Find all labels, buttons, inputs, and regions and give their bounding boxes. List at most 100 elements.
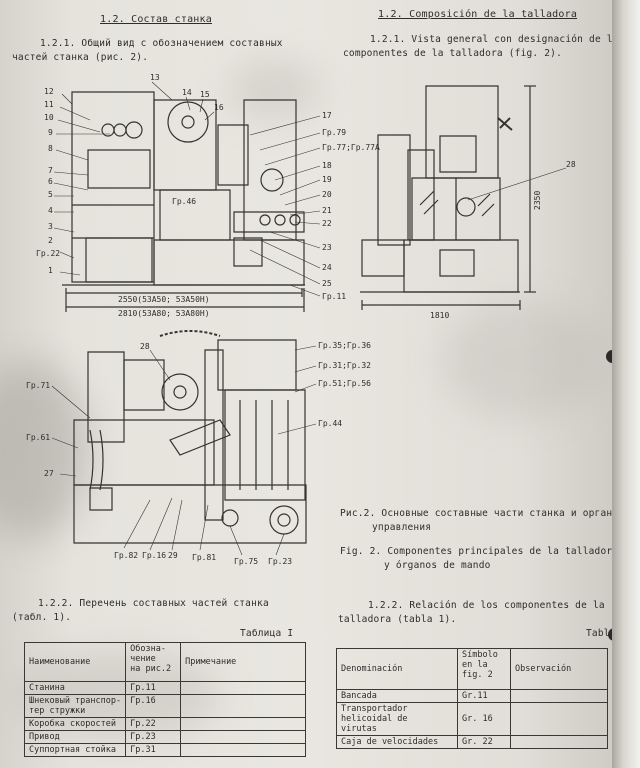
- header-text: Наименование: [29, 657, 91, 667]
- label-gr77: Гр.77;Гр.77А: [322, 143, 380, 152]
- label-5: 5: [48, 190, 53, 199]
- caption-ru-line2: управления: [372, 522, 432, 533]
- label-24: 24: [322, 263, 332, 272]
- table-header-row: Наименование Обозна- чение на рис.2 Прим…: [23, 642, 306, 682]
- cell-name: Шнековый транспор- тер стружки: [23, 694, 127, 718]
- bottom-label-29: 29: [168, 551, 178, 560]
- section-title-ru: 1.2. Состав станка: [100, 14, 212, 25]
- side-view-drawing: [360, 86, 566, 310]
- label-1: 1: [48, 266, 53, 275]
- cell-note: [180, 730, 306, 744]
- header-text: Примечание: [185, 657, 237, 667]
- side-label-28: 28: [566, 160, 576, 169]
- bottom-label-gr23: Гр.23: [268, 557, 292, 566]
- caption-es-line1: Fig. 2. Componentes principales de la ta…: [340, 546, 612, 557]
- cell-symbol: Gr. 22: [457, 735, 511, 749]
- cell-symbol: Гр.23: [125, 730, 182, 744]
- page-edge: [612, 0, 640, 768]
- cell-name: Суппортная стойка: [23, 743, 127, 757]
- label-18: 18: [322, 161, 332, 170]
- label-14: 14: [182, 88, 192, 97]
- label-8: 8: [48, 144, 53, 153]
- dimension-width-2: 2810(53А80; 53А80Н): [118, 309, 210, 318]
- cell-symbol: Гр.31: [125, 743, 182, 757]
- label-15: 15: [200, 90, 210, 99]
- label-16: 16: [214, 103, 224, 112]
- table-header-name: Наименование: [23, 642, 127, 682]
- label-12: 12: [44, 87, 54, 96]
- table-header-row: Denominación Símbolo en la fig. 2 Observ…: [336, 648, 608, 690]
- label-20: 20: [322, 190, 332, 199]
- front-view-drawing: [54, 82, 320, 312]
- label-9: 9: [48, 128, 53, 137]
- label-2: 2: [48, 236, 53, 245]
- subtitle-es-line1: 1.2.1. Vista general con designación de …: [370, 34, 612, 45]
- list-heading-ru-line1: 1.2.2. Перечень составных частей станка: [38, 598, 269, 609]
- components-table-es: Denominación Símbolo en la fig. 2 Observ…: [336, 648, 608, 749]
- label-23: 23: [322, 243, 332, 252]
- cell-name: Transportador helicoidal de virutas: [336, 702, 458, 736]
- label-13: 13: [150, 73, 160, 82]
- lower-label-gr35: Гр.35;Гр.36: [318, 341, 371, 350]
- subtitle-es-line2: componentes de la talladora (fig. 2).: [343, 48, 563, 59]
- label-11: 11: [44, 100, 54, 109]
- label-6: 6: [48, 177, 53, 186]
- cell-note: [180, 681, 306, 695]
- lower-label-gr31: Гр.31;Гр.32: [318, 361, 371, 370]
- cell-symbol: Gr. 16: [457, 702, 511, 736]
- cell-name: Коробка скоростей: [23, 717, 127, 731]
- cell-symbol: Гр.16: [125, 694, 182, 718]
- cell-symbol: Gr.11: [457, 689, 511, 703]
- lower-label-gr61: Гр.61: [26, 433, 50, 442]
- lower-view-drawing: [52, 331, 316, 555]
- table-title-ru: Таблица I: [240, 628, 294, 639]
- label-21: 21: [322, 206, 332, 215]
- label-gr79: Гр.79: [322, 128, 346, 137]
- label-22: 22: [322, 219, 332, 228]
- header-text: Símbolo en la fig. 2: [462, 650, 498, 680]
- components-table-ru: Наименование Обозна- чение на рис.2 Прим…: [23, 642, 306, 757]
- cell-note: [510, 735, 608, 749]
- cell-note: [510, 689, 608, 703]
- header-text: Обозна- чение на рис.2: [130, 644, 172, 674]
- caption-es-line2: y órganos de mando: [384, 560, 491, 571]
- label-gr11: Гр.11: [322, 292, 346, 301]
- label-17: 17: [322, 111, 332, 120]
- header-text: Denominación: [341, 664, 403, 674]
- cell-name: Станина: [23, 681, 127, 695]
- lower-label-28: 28: [140, 342, 150, 351]
- bottom-label-gr75: Гр.75: [234, 557, 258, 566]
- label-19: 19: [322, 175, 332, 184]
- section-title-es: 1.2. Composición de la talladora: [378, 9, 578, 20]
- subtitle-ru-line1: 1.2.1. Общий вид с обозначением составны…: [40, 38, 283, 49]
- label-3: 3: [48, 222, 53, 231]
- label-7: 7: [48, 166, 53, 175]
- punch-hole: [606, 350, 612, 363]
- list-heading-es-line1: 1.2.2. Relación de los componentes de la: [368, 600, 605, 611]
- bottom-label-gr82: Гр.82: [114, 551, 138, 560]
- list-heading-es-line2: talladora (tabla 1).: [338, 614, 457, 625]
- bottom-label-gr16: Гр.16: [142, 551, 166, 560]
- cell-symbol: Гр.11: [125, 681, 182, 695]
- cell-note: [180, 717, 306, 731]
- label-gr46: Гр.46: [172, 197, 196, 206]
- cell-note: [180, 743, 306, 757]
- label-10: 10: [44, 113, 54, 122]
- caption-ru-line1: Рис.2. Основные составные части станка и…: [340, 508, 612, 519]
- machine-drawings: 12 11 10 9 8 7 6 5 4 3 2 Гр.22 1 13 14 1…: [26, 73, 576, 566]
- lower-label-27: 27: [44, 469, 54, 478]
- table-header-symbol: Обозна- чение на рис.2: [125, 642, 182, 682]
- stain: [440, 300, 600, 420]
- dimension-width-1: 2550(53А50; 53А50Н): [118, 295, 210, 304]
- list-heading-ru-line2: (табл. 1).: [12, 612, 72, 623]
- label-gr22: Гр.22: [36, 249, 60, 258]
- bottom-label-gr81: Гр.81: [192, 553, 216, 562]
